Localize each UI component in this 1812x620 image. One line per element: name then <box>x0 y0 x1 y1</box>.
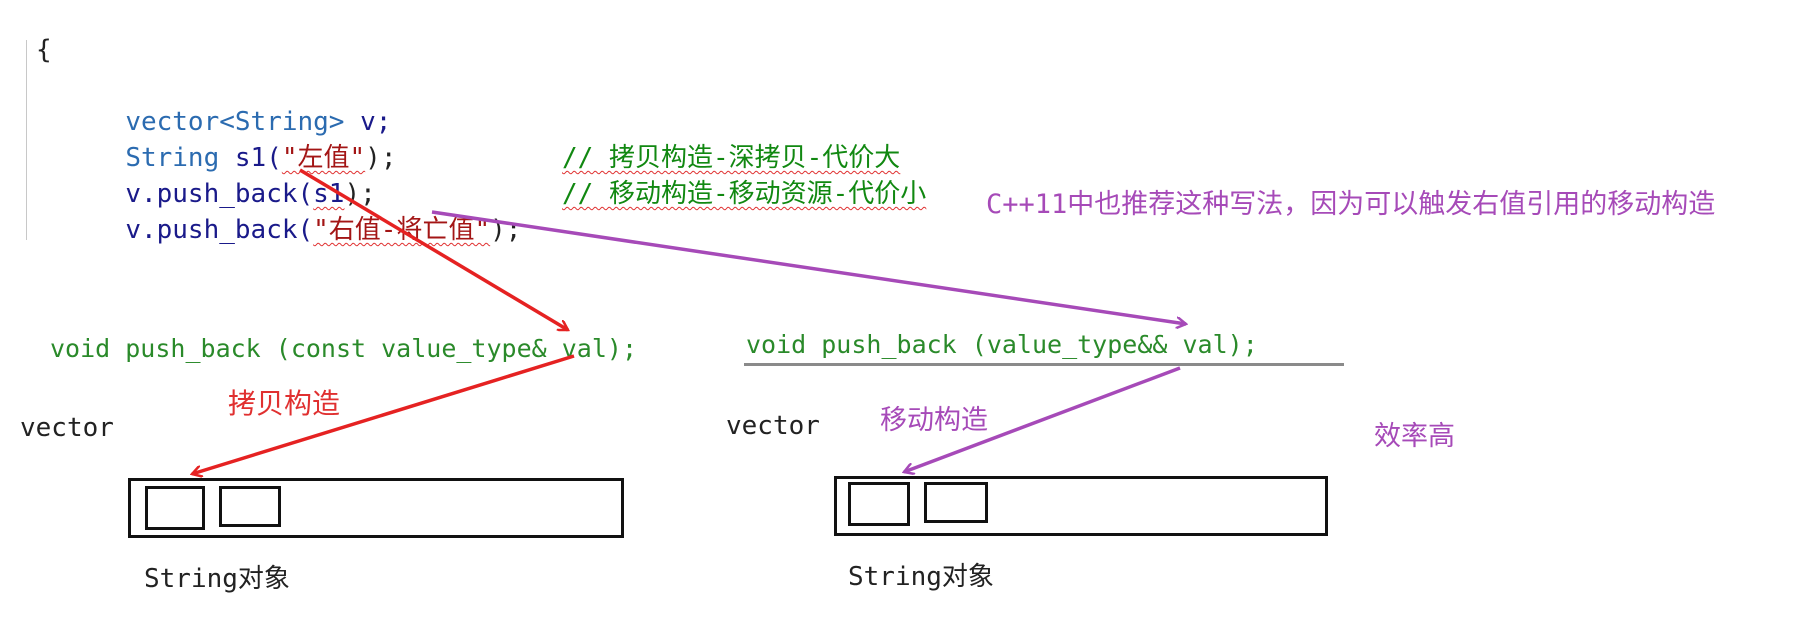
left-element-slot <box>145 486 205 530</box>
move-construct-label: 移动构造 <box>880 405 988 436</box>
right-vector-container <box>834 476 1328 536</box>
right-element-slot <box>848 482 910 526</box>
code-line-string-decl: String s1("左值"); <box>94 104 396 176</box>
move-arrow-to-vector <box>904 366 1181 472</box>
right-string-object-label: String对象 <box>848 562 994 592</box>
editor-gutter-line <box>26 40 27 240</box>
cpp11-note: C++11中也推荐这种写法，因为可以触发右值引用的移动构造 <box>986 189 1716 220</box>
move-arrow-to-signature <box>431 210 1186 324</box>
code-string-lvalue: "左值" <box>281 143 366 173</box>
code-close: ); <box>365 143 397 173</box>
efficiency-label: 效率高 <box>1374 421 1455 452</box>
signature-underline <box>744 363 1344 366</box>
code-name-s1: s1( <box>219 143 282 173</box>
copy-push-back-signature: void push_back (const value_type& val); <box>50 334 637 363</box>
code-open-brace: { <box>36 35 52 65</box>
code-var-v: v; <box>344 107 392 137</box>
right-vector-label: vector <box>726 411 820 441</box>
code-call-push-back: v.push_back( <box>125 179 314 209</box>
code-line-push-lvalue: v.push_back(s1); <box>94 140 375 212</box>
code-comment-move: // 移动构造-移动资源-代价小 <box>562 179 927 209</box>
code-call-push-back: v.push_back( <box>125 215 314 245</box>
right-element-slot <box>924 482 988 523</box>
code-comment-copy: // 拷贝构造-深拷贝-代价大 <box>562 143 901 173</box>
copy-construct-label: 拷贝构造 <box>228 387 341 420</box>
move-push-back-signature: void push_back (value_type&& val); <box>746 330 1258 359</box>
left-vector-container <box>128 478 624 538</box>
code-type-string: String <box>125 143 220 173</box>
copy-arrow-to-signature <box>299 168 568 332</box>
code-type-vector: vector<String> <box>125 107 345 137</box>
left-string-object-label: String对象 <box>144 564 290 594</box>
left-element-slot <box>219 486 281 527</box>
copy-arrow-to-vector <box>192 354 575 474</box>
code-line-vector-decl: vector<String> v; <box>94 68 391 140</box>
left-vector-label: vector <box>20 413 114 443</box>
